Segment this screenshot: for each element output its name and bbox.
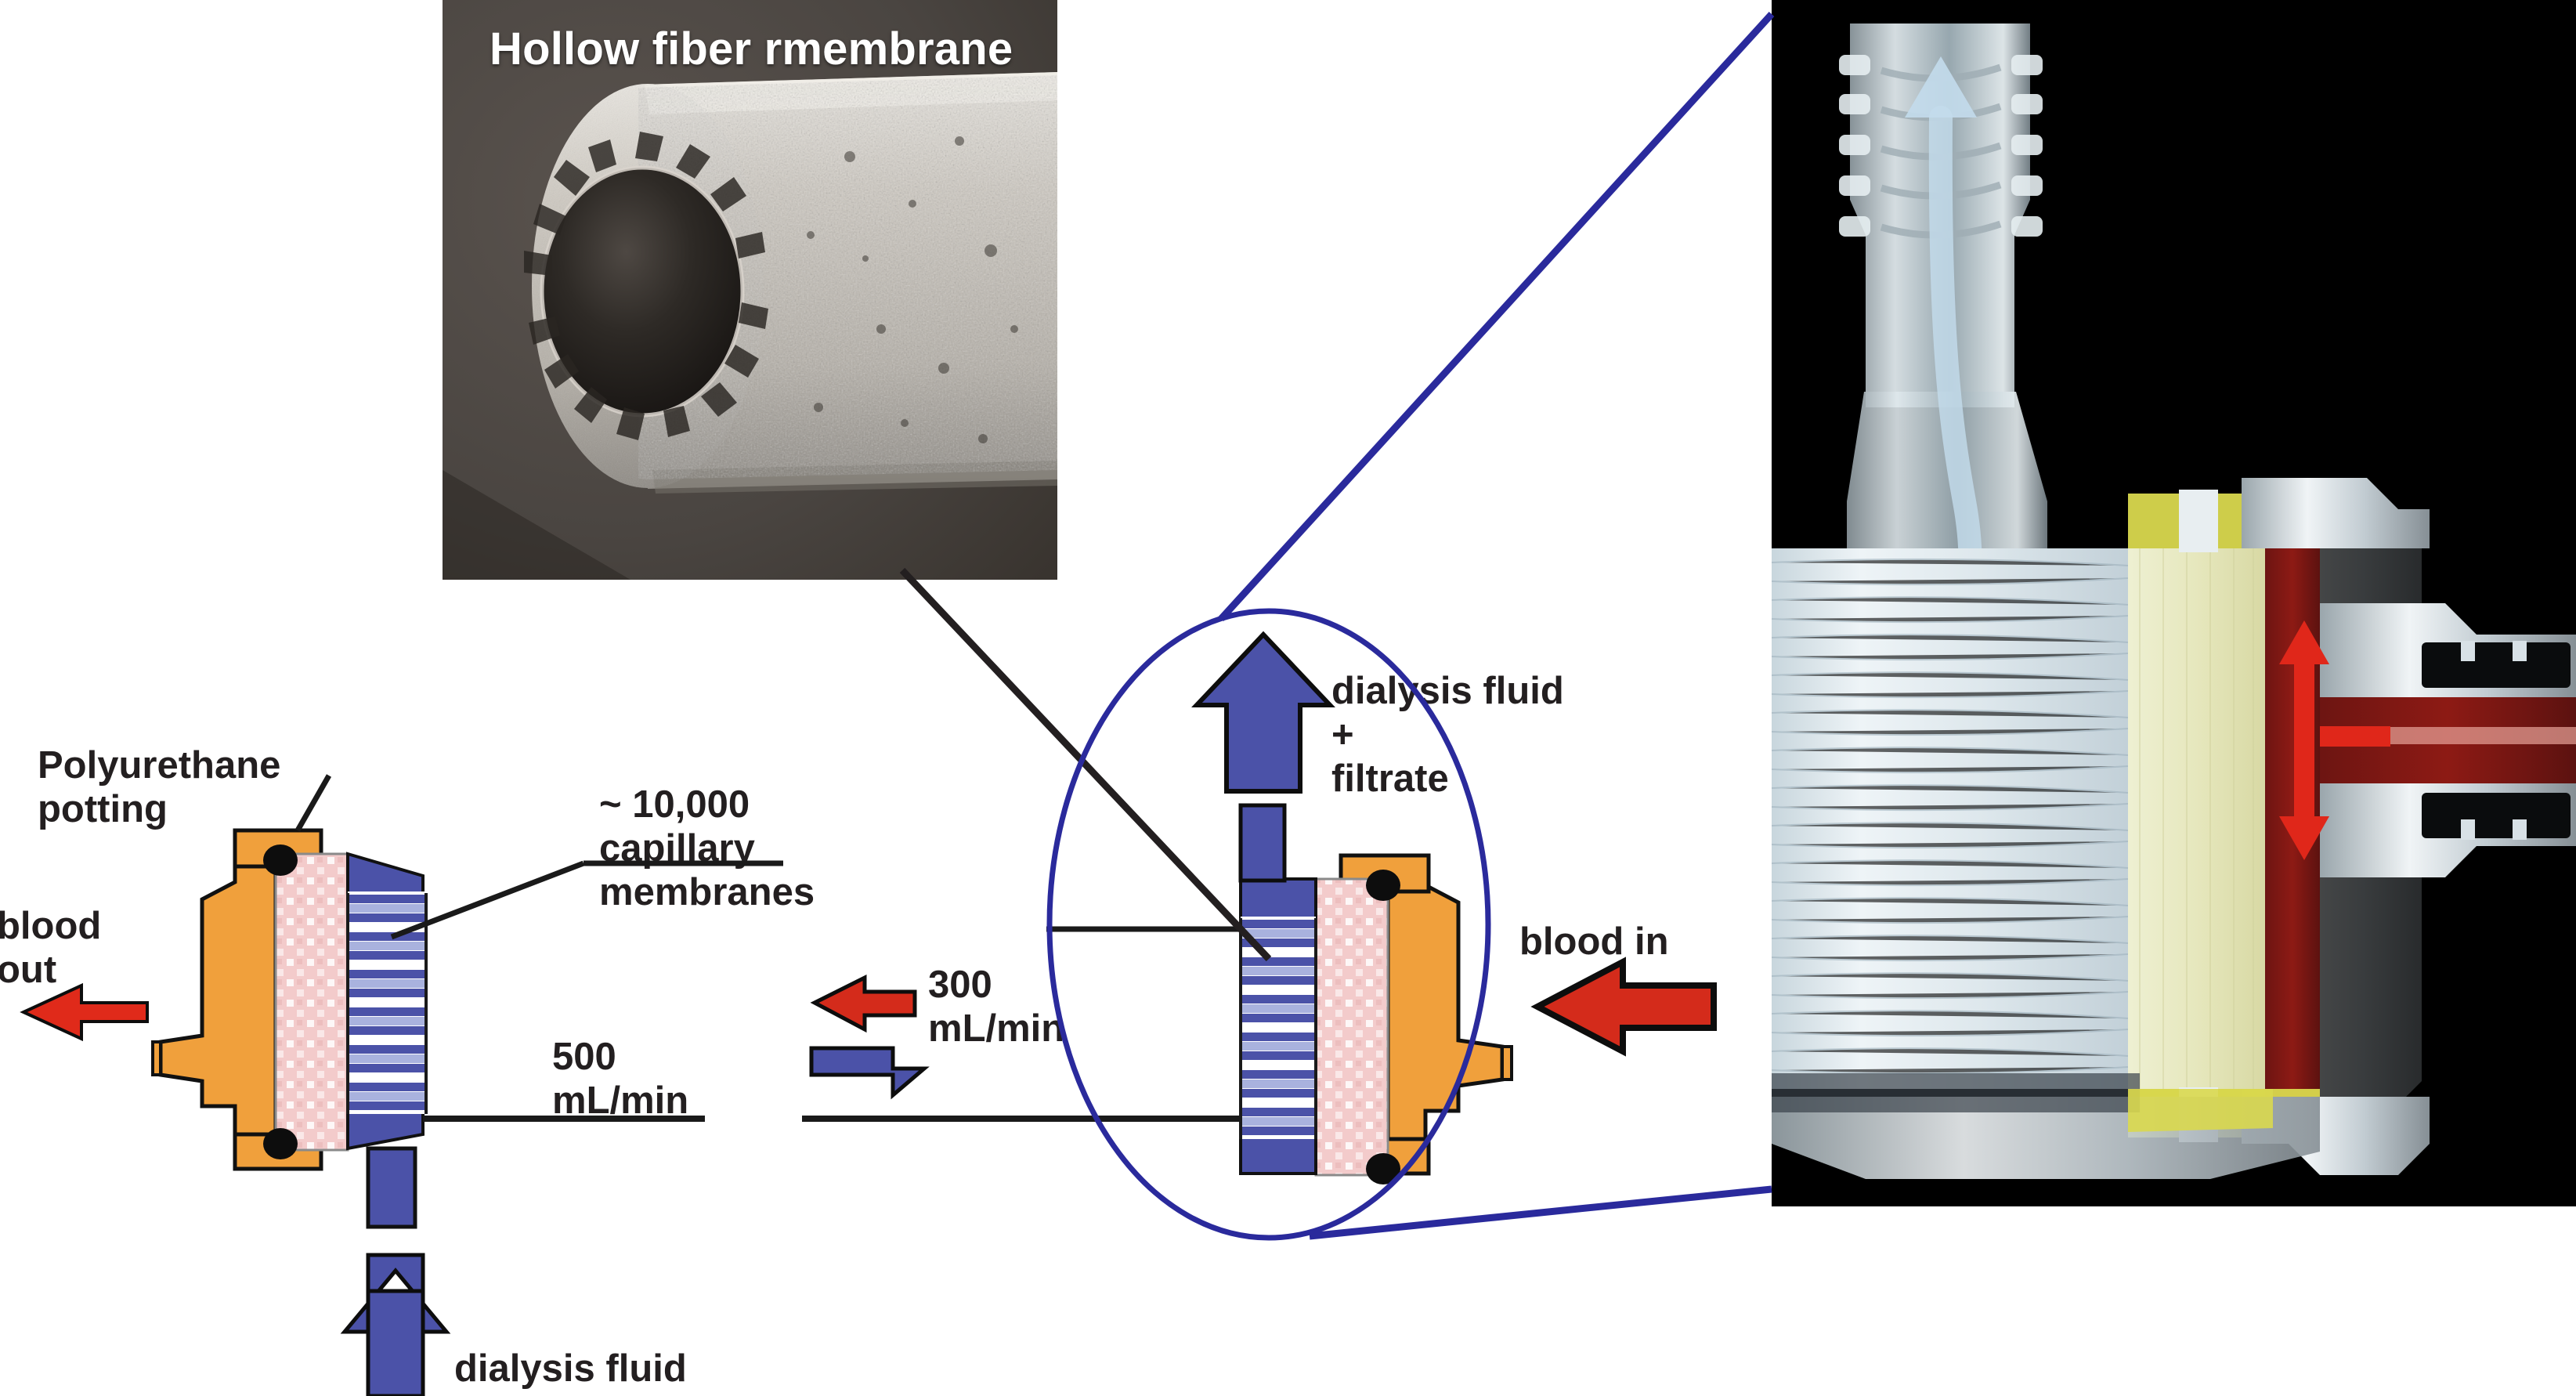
callout-leader-lines xyxy=(1218,11,1775,1240)
blood-out-arrow-icon xyxy=(20,982,149,1042)
label-blood-in: blood in xyxy=(1519,920,1669,963)
sem-leader-line xyxy=(899,567,1272,962)
legend-blood-arrow-icon xyxy=(810,974,917,1033)
label-dialysis-fluid: dialysis fluid xyxy=(454,1347,687,1390)
dialyzer-cutaway-photo xyxy=(1772,0,2576,1206)
label-polyurethane-potting: Polyurethane potting xyxy=(38,744,281,830)
label-flow-300: 300 mL/min xyxy=(928,964,1065,1050)
label-blood-out: blood out xyxy=(0,905,102,991)
left-dialyzer-diagram xyxy=(151,828,428,1229)
legend-dialysate-arrow-icon xyxy=(809,1046,930,1100)
dialyzer-photo-panel xyxy=(1772,0,2576,1206)
sem-micrograph-image xyxy=(443,0,1057,580)
sem-title: Hollow fiber rmembrane xyxy=(490,24,1013,74)
sem-micrograph-panel: Hollow fiber rmembrane xyxy=(443,0,1057,580)
label-flow-500: 500 mL/min xyxy=(552,1036,689,1122)
dialysis-fluid-inlet-arrow-icon xyxy=(340,1253,451,1396)
label-dialysis-fluid-filtrate: dialysis fluid + filtrate xyxy=(1331,670,1564,800)
label-capillary-membranes: ~ 10,000 capillary membranes xyxy=(599,783,815,913)
blood-in-arrow-icon xyxy=(1530,957,1717,1057)
